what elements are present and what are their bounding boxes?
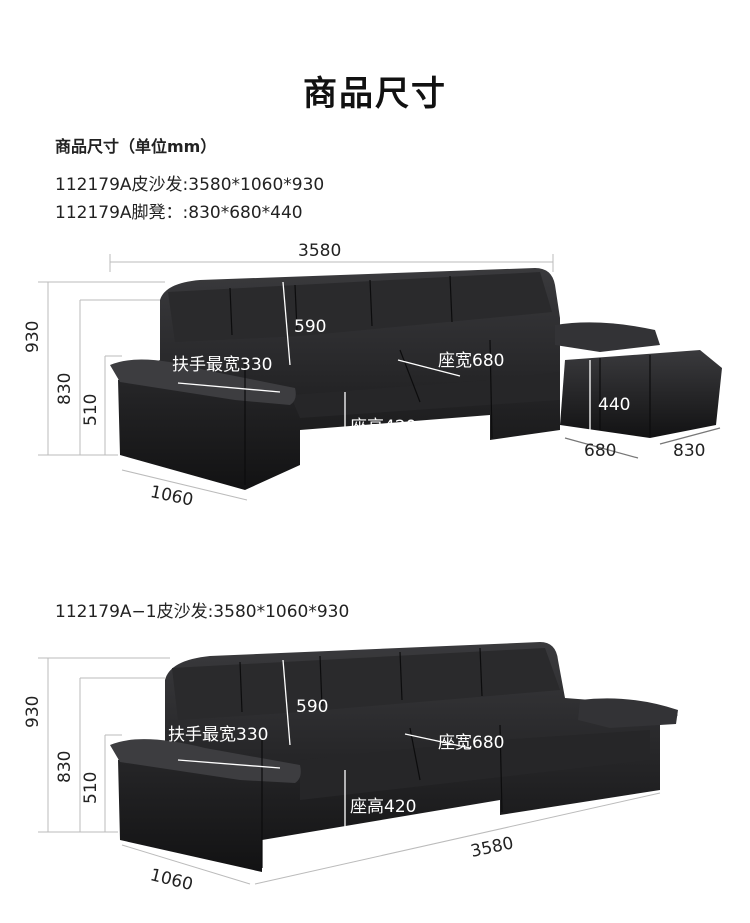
dim-seat-width: 座宽680	[438, 351, 504, 371]
sofa-figure: 930 830 510 590 扶手最宽330 座宽680 座高420 3580…	[23, 642, 678, 895]
dim-seat-width: 座宽680	[438, 733, 504, 753]
dim-ottoman-depth: 680	[584, 441, 616, 461]
dim-width: 3580	[298, 241, 341, 261]
dim-ottoman-width: 830	[673, 441, 705, 461]
dim-arm-width: 扶手最宽330	[172, 355, 272, 375]
spec-line-sofa-2: 112179A−1皮沙发:3580*1060*930	[55, 602, 350, 622]
sofa-image	[110, 268, 722, 490]
sofa-with-ottoman-figure: 3580 930 830 510 590 扶手最宽330 座宽680 座高420…	[23, 241, 722, 511]
dim-arm-width: 扶手最宽330	[168, 725, 268, 745]
dim-height-arm: 510	[81, 772, 101, 804]
spec-header: 商品尺寸（单位mm）	[55, 137, 217, 156]
dim-back: 590	[294, 317, 326, 337]
dim-back: 590	[296, 697, 328, 717]
dim-ottoman-height: 440	[598, 395, 630, 415]
page-title: 商品尺寸	[303, 74, 447, 114]
dimension-guides	[38, 254, 554, 501]
dim-width: 3580	[469, 833, 515, 862]
dim-height-total: 930	[23, 321, 43, 353]
dim-height-back: 830	[55, 751, 75, 783]
dim-depth: 1060	[148, 865, 195, 895]
dim-height-total: 930	[23, 696, 43, 728]
spec-line-sofa: 112179A皮沙发:3580*1060*930	[55, 175, 325, 195]
spec-line-ottoman: 112179A脚凳：:830*680*440	[55, 203, 303, 223]
dim-height-arm: 510	[81, 394, 101, 426]
dim-seat-height: 座高420	[350, 417, 416, 437]
dim-seat-height: 座高420	[350, 797, 416, 817]
sofa-image	[110, 642, 678, 872]
dimension-guides	[38, 657, 661, 885]
dim-height-back: 830	[55, 373, 75, 405]
